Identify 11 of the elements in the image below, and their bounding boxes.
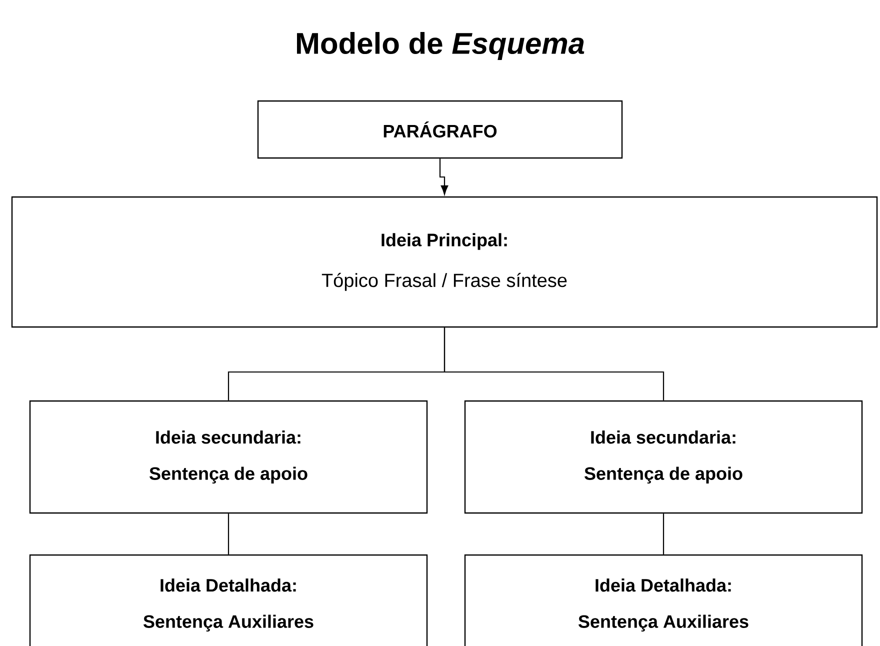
connector — [439, 158, 448, 195]
text-box: Ideia secundaria: Sentença de apoio — [464, 400, 863, 514]
connector — [444, 328, 664, 400]
text-box: Ideia Detalhada: Sentença Auxiliares — [29, 554, 428, 646]
connector — [228, 514, 230, 554]
text-box: Ideia Detalhada: Sentença Auxiliares — [464, 554, 863, 646]
connector — [662, 514, 664, 554]
text-box: Ideia secundaria: Sentença de apoio — [29, 400, 428, 514]
text-box: Ideia Principal: Tópico Frasal / Frase síntese — [11, 196, 878, 328]
title: Modelo de Esquema — [296, 32, 584, 60]
text-box: PARÁGRAFO — [257, 100, 623, 159]
